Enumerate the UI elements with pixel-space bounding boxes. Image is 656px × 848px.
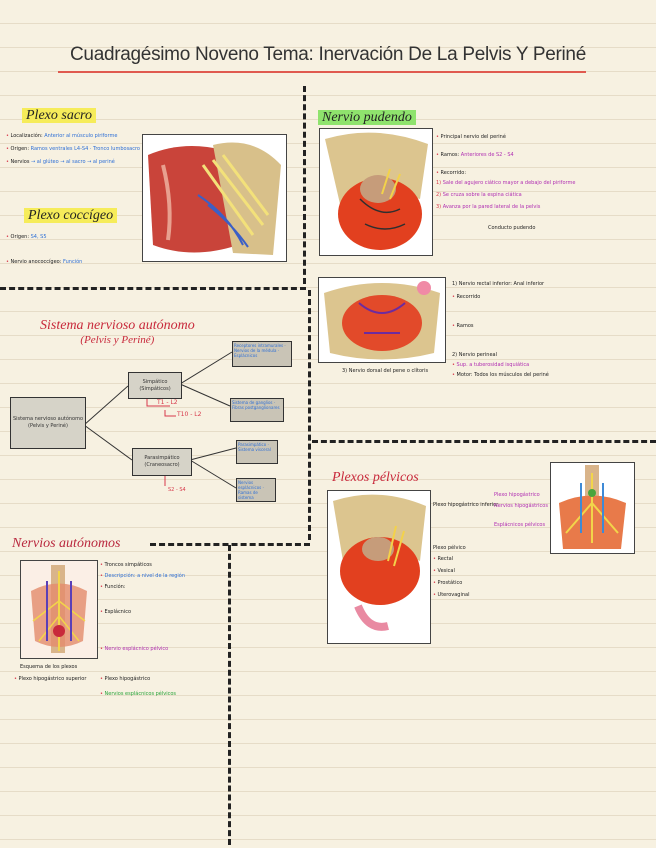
sub-box: Sistema de ganglios · Fibras postganglio… — [230, 398, 284, 422]
list-item: 2) Se cruza sobre la espina ciática — [436, 192, 522, 198]
simpatico-levels: T1 - L2 — [157, 399, 178, 406]
nervios-autonomos-bottom: • Plexo hipogástrico superior — [14, 676, 86, 697]
list-item: 1) Sale del agujero ciático mayor a deba… — [436, 180, 576, 186]
nervios-autonomos-heading: Nervios autónomos — [12, 536, 121, 551]
list-item: • Vesical — [433, 568, 455, 574]
parasimpatico-levels: S2 - S4 — [168, 487, 186, 493]
sub-box: Parasimpático · Sistema visceral — [236, 440, 278, 464]
list-item: • Función: — [100, 584, 126, 590]
autonomic-nerves-image — [20, 560, 98, 659]
list-item: • Ramos: Anteriores de S2 - S4 — [436, 152, 514, 158]
conducto-pudendo: Conducto pudendo — [488, 225, 536, 231]
pelvic-plexus-image — [327, 490, 431, 644]
list-item: • Nervio anococcígeo: Función — [6, 259, 83, 265]
diagram-connectors — [83, 351, 237, 489]
list-item: Esplácnicos pélvicos — [494, 522, 546, 528]
pudendal-nerve-image — [319, 128, 433, 256]
nervios-autonomos-notes: • Troncos simpáticos • Descripción: a ni… — [100, 562, 185, 653]
list-item: 1) Nervio rectal inferior: Anal inferior — [452, 281, 545, 287]
plexo-coccigeo-heading: Plexo coccígeo — [24, 208, 118, 223]
simpatico-sub: T10 - L2 — [177, 411, 202, 418]
sistema-nervioso-subheading: (Pelvis y Periné) — [80, 334, 155, 346]
list-item: • Origen: Ramos ventrales L4-S4 · Tronco… — [6, 146, 140, 152]
list-item: • Plexo hipogástrico — [100, 676, 151, 682]
parasimpatico-box: Parasimpático (Craneosacro) — [132, 448, 192, 476]
list-item: • Recorrido: — [436, 170, 467, 176]
plexos-pelvicos-heading-wrap: Plexos pélvicos — [328, 466, 423, 486]
list-item: • Prostático — [433, 580, 463, 586]
nervios-autonomos-bottom-right: • Plexo hipogástrico • Nervios esplácnic… — [100, 676, 176, 698]
simpatico-box: Simpático (Simpáticos) — [128, 372, 182, 399]
sub-box: Nervios esplácnicos · Ramas de sistema — [236, 478, 276, 502]
pelvic-spine-image — [550, 462, 635, 554]
list-item: • Localización: Anterior al músculo piri… — [6, 133, 118, 139]
list-item: • Origen: S4, S5 — [6, 234, 47, 240]
nervio-pudendo-notes: • Principal nervio del periné • Ramos: A… — [436, 134, 575, 211]
list-item: • Ramos — [452, 323, 474, 329]
sistema-nervioso-heading: Sistema nervioso autónomo — [40, 318, 195, 333]
list-item: Plexo pélvico — [433, 545, 466, 551]
plexo-sacro-section: Plexo sacro — [22, 104, 96, 124]
list-item: • Descripción: a nivel de la región — [100, 573, 186, 579]
list-item: Plexo hipogástrico inferior — [433, 502, 499, 508]
nervio-pudendo-heading-wrap: Nervio pudendo — [318, 106, 416, 126]
list-item: • Motor: Todos los músculos del periné — [452, 372, 549, 378]
divider-vertical-top — [303, 86, 306, 284]
divider-vertical-bottom — [228, 545, 231, 845]
list-item: • Uterovaginal — [433, 592, 470, 598]
nervio-pudendo-heading: Nervio pudendo — [318, 110, 416, 125]
plexo-sacro-notes: • Localización: Anterior al músculo piri… — [6, 133, 140, 166]
root-box: Sistema nervioso autónomo (Pelvis y Peri… — [10, 397, 86, 449]
list-item: 3) Avanza por la pared lateral de la pel… — [436, 204, 541, 210]
list-item: Nervios hipogástricos — [494, 503, 548, 509]
list-item: • Plexo hipogástrico superior — [14, 676, 87, 682]
sacral-plexus-image — [142, 134, 287, 262]
divider-horizontal-left-top — [0, 287, 306, 290]
sistema-nervioso-heading-wrap: Sistema nervioso autónomo (Pelvis y Peri… — [36, 318, 199, 346]
plexos-pelvicos-right-notes: Plexo hipogástrico Nervios hipogástricos… — [494, 492, 548, 529]
plexos-pelvicos-heading: Plexos pélvicos — [332, 470, 419, 485]
list-item: • Esplácnico — [100, 609, 132, 615]
list-item: • Recorrido — [452, 294, 481, 300]
list-item: • Sup. a tuberosidad isquiática — [452, 362, 530, 368]
plexos-pelvicos-notes: Plexo hipogástrico inferior Plexo pélvic… — [433, 502, 498, 599]
plexo-coccigeo-notes: • Origen: S4, S5 • Nervio anococcígeo: F… — [6, 234, 82, 266]
list-item: • Troncos simpáticos — [100, 562, 152, 568]
plexo-sacro-heading: Plexo sacro — [22, 108, 96, 123]
divider-horizontal-right — [312, 440, 656, 443]
page-title: Cuadragésimo Noveno Tema: Inervación De … — [70, 44, 586, 65]
list-item: • Nervios → al glúteo → al sacro → al pe… — [6, 159, 115, 165]
perineum-image — [318, 277, 446, 363]
list-item: • Rectal — [433, 556, 454, 562]
divider-horizontal-left-bottom — [150, 543, 310, 546]
autonomic-image-caption: Esquema de los plexos — [20, 664, 78, 670]
list-item: • Principal nervio del periné — [436, 134, 506, 140]
title-underline — [58, 71, 586, 73]
nervios-autonomos-heading-wrap: Nervios autónomos — [8, 532, 125, 552]
list-item: 2) Nervio perineal — [452, 352, 497, 358]
list-item: Plexo hipogástrico — [494, 492, 540, 498]
nervio-pudendo-ramas: 1) Nervio rectal inferior: Anal inferior… — [452, 281, 549, 379]
nervio-dorsal: 3) Nervio dorsal del pene o clítoris — [342, 368, 429, 374]
sub-box: Receptores intramurales · Nervios de la … — [232, 341, 292, 367]
list-item: • Nervios esplácnicos pélvicos — [100, 691, 177, 697]
plexo-coccigeo-section: Plexo coccígeo — [24, 204, 118, 224]
list-item: • Nervio esplácnico pélvico — [100, 646, 169, 652]
divider-vertical-mid — [308, 290, 311, 540]
